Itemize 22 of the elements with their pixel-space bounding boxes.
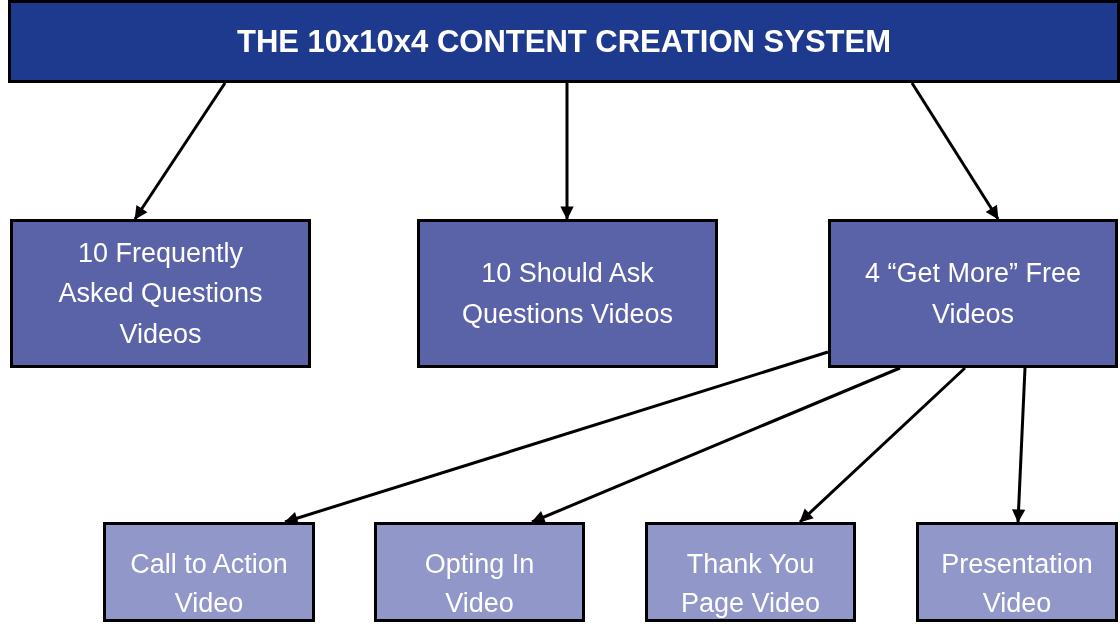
video-box bbox=[916, 522, 1118, 622]
box-label: 10 Frequently Asked Questions Videos bbox=[57, 236, 264, 351]
arrow bbox=[1011, 367, 1027, 523]
box-label: 4 “Get More” Free Videos bbox=[863, 257, 1083, 331]
video-box bbox=[103, 522, 315, 622]
category-box bbox=[10, 219, 311, 368]
arrow bbox=[133, 82, 227, 220]
title-banner bbox=[8, 0, 1120, 83]
arrow bbox=[910, 82, 1000, 220]
category-box bbox=[417, 219, 718, 368]
arrow bbox=[560, 83, 574, 220]
box-label: Opting In Video bbox=[423, 548, 536, 621]
video-box bbox=[374, 522, 585, 622]
title-text: THE 10x10x4 CONTENT CREATION SYSTEM bbox=[237, 23, 891, 60]
box-label: Call to Action Video bbox=[129, 548, 289, 621]
category-box bbox=[828, 219, 1118, 368]
box-label: Presentation Video bbox=[940, 548, 1094, 621]
arrow bbox=[531, 366, 901, 524]
box-label: 10 Should Ask Questions Videos bbox=[460, 257, 675, 331]
box-label: Thank You Page Video bbox=[679, 548, 822, 621]
arrow bbox=[798, 366, 967, 524]
video-box bbox=[645, 522, 856, 622]
